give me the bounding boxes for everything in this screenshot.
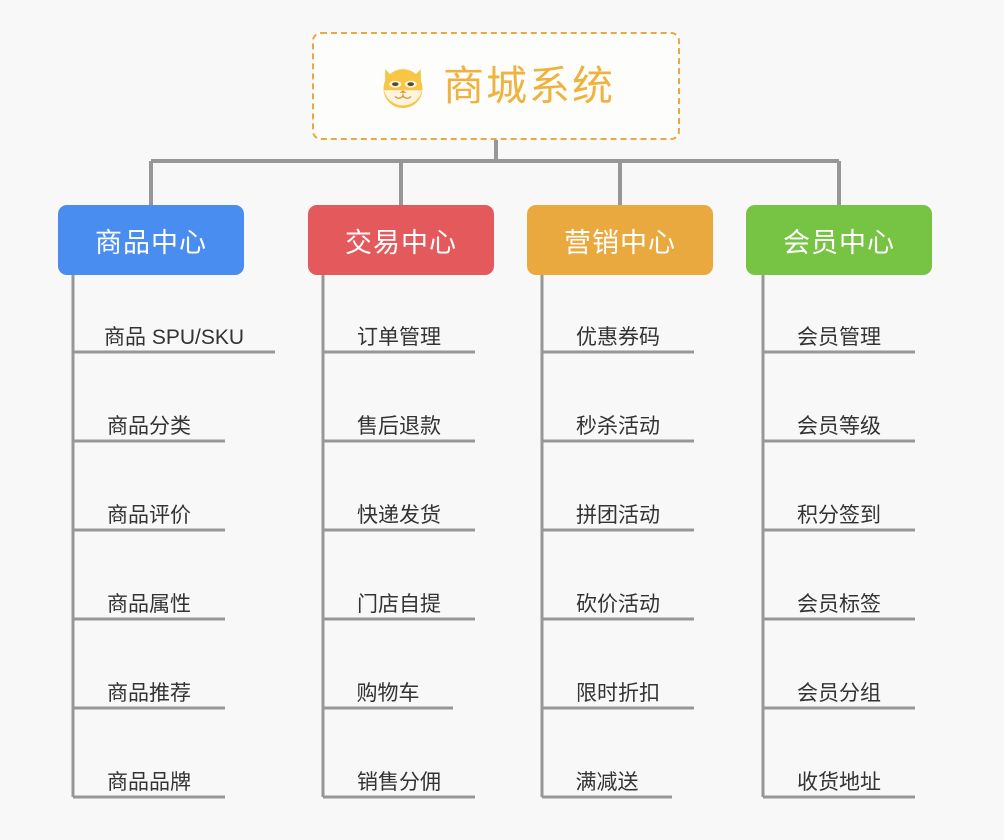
leaf-item[interactable]: 会员管理 xyxy=(763,308,915,352)
leaf-item[interactable]: 商品品牌 xyxy=(73,753,225,797)
leaf-item-label: 限时折扣 xyxy=(576,682,660,705)
category-header-label: 营销中心 xyxy=(564,227,676,258)
leaf-item-label: 会员标签 xyxy=(797,593,881,616)
leaf-item[interactable]: 会员标签 xyxy=(763,575,915,619)
leaf-item[interactable]: 购物车 xyxy=(323,664,453,708)
category-header-marketing-center[interactable]: 营销中心 xyxy=(527,205,713,275)
leaf-item-label: 订单管理 xyxy=(357,326,441,349)
leaf-item[interactable]: 售后退款 xyxy=(323,397,475,441)
leaf-item-label: 商品推荐 xyxy=(107,682,191,705)
leaf-item-label: 会员管理 xyxy=(797,326,881,349)
root-title: 商城系统 xyxy=(443,62,615,109)
shiba-dog-face-icon xyxy=(383,69,423,109)
leaf-item[interactable]: 商品推荐 xyxy=(73,664,225,708)
category-header-label: 会员中心 xyxy=(783,227,895,258)
category-header-trade-center[interactable]: 交易中心 xyxy=(308,205,494,275)
leaf-item-label: 收货地址 xyxy=(797,771,881,794)
leaf-item[interactable]: 商品分类 xyxy=(73,397,225,441)
leaf-item-label: 积分签到 xyxy=(797,504,881,527)
leaf-item[interactable]: 拼团活动 xyxy=(542,486,694,530)
leaf-item-label: 商品分类 xyxy=(107,415,191,438)
leaf-item[interactable]: 会员分组 xyxy=(763,664,915,708)
leaf-item-label: 秒杀活动 xyxy=(576,415,660,438)
leaf-item[interactable]: 销售分佣 xyxy=(323,753,475,797)
category-header-product-center[interactable]: 商品中心 xyxy=(58,205,244,275)
leaf-item-label: 商品评价 xyxy=(107,504,191,527)
leaf-item-label: 快递发货 xyxy=(357,504,441,527)
root-node-shop-system[interactable]: 商城系统 xyxy=(312,32,680,140)
leaf-item[interactable]: 商品属性 xyxy=(73,575,225,619)
leaf-item-label: 会员等级 xyxy=(797,415,881,438)
leaf-item[interactable]: 门店自提 xyxy=(323,575,475,619)
leaf-item-label: 商品属性 xyxy=(107,593,191,616)
category-header-label: 交易中心 xyxy=(345,227,457,258)
leaf-item-label: 会员分组 xyxy=(797,682,881,705)
leaf-item[interactable]: 收货地址 xyxy=(763,753,915,797)
category-header-member-center[interactable]: 会员中心 xyxy=(746,205,932,275)
leaf-item[interactable]: 优惠券码 xyxy=(542,308,694,352)
leaf-item-label: 商品品牌 xyxy=(107,771,191,794)
leaf-item[interactable]: 限时折扣 xyxy=(542,664,694,708)
leaf-item[interactable]: 会员等级 xyxy=(763,397,915,441)
leaf-item[interactable]: 订单管理 xyxy=(323,308,475,352)
leaf-item[interactable]: 商品 SPU/SKU xyxy=(73,308,275,352)
leaf-item-label: 砍价活动 xyxy=(576,593,660,616)
leaf-item[interactable]: 商品评价 xyxy=(73,486,225,530)
leaf-item[interactable]: 砍价活动 xyxy=(542,575,694,619)
leaf-item-label: 优惠券码 xyxy=(576,326,660,349)
leaf-item-label: 满减送 xyxy=(575,771,639,794)
category-header-label: 商品中心 xyxy=(95,227,207,258)
leaf-item[interactable]: 满减送 xyxy=(542,753,672,797)
leaf-item-label: 售后退款 xyxy=(357,415,441,438)
leaf-item-label: 拼团活动 xyxy=(576,504,660,527)
leaf-item[interactable]: 积分签到 xyxy=(763,486,915,530)
leaf-item-label: 购物车 xyxy=(356,682,420,705)
leaf-item-label: 门店自提 xyxy=(357,593,441,616)
leaf-item[interactable]: 快递发货 xyxy=(323,486,475,530)
leaf-item-label: 销售分佣 xyxy=(357,771,441,794)
leaf-item[interactable]: 秒杀活动 xyxy=(542,397,694,441)
leaf-item-label: 商品 SPU/SKU xyxy=(103,326,245,349)
